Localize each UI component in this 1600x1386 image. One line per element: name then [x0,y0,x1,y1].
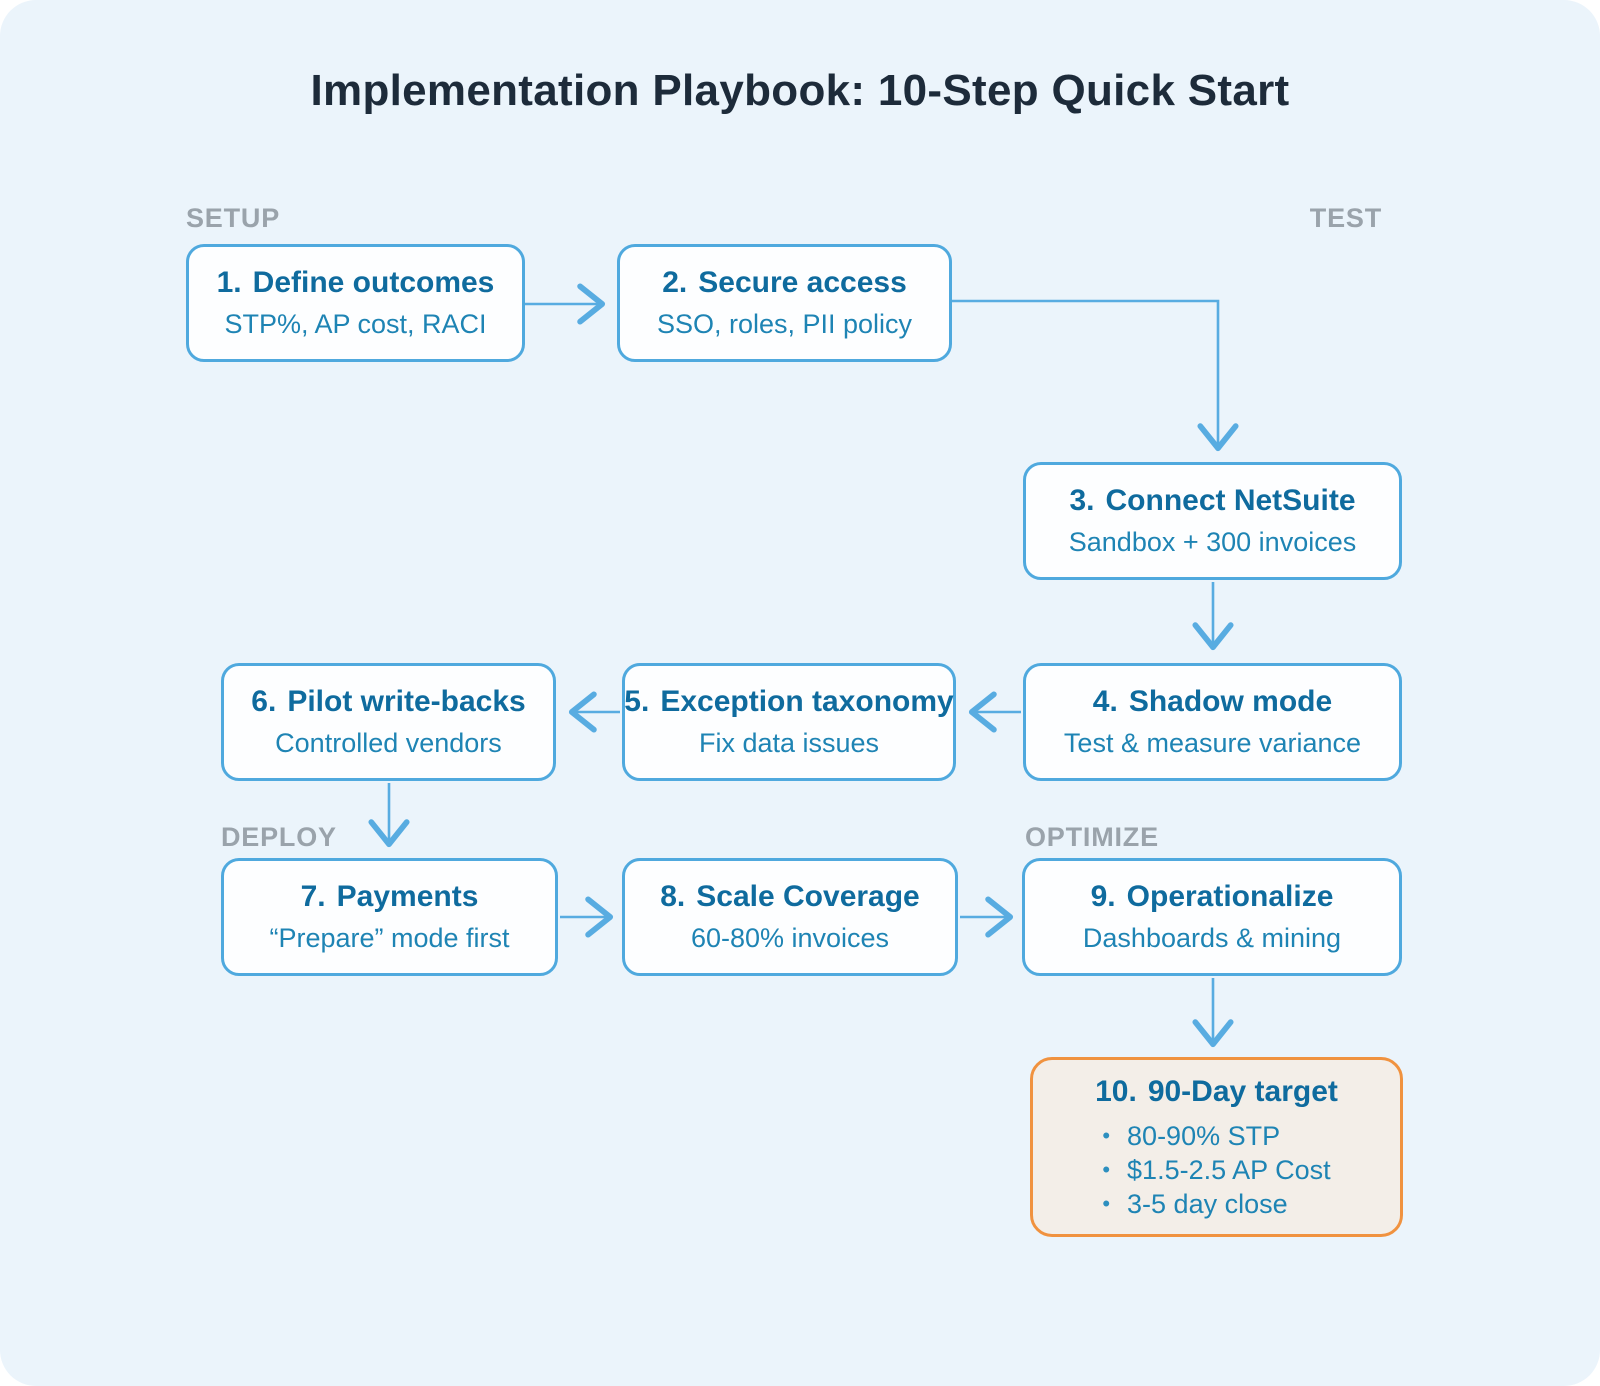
step-5-title: 5.Exception taxonomy [624,685,954,718]
step-6-node: 6.Pilot write-backs Controlled vendors [221,663,556,781]
step-9-title: 9.Operationalize [1090,880,1334,913]
target-bullet: •3-5 day close [1102,1188,1288,1219]
step-2-title: 2.Secure access [662,266,907,299]
step-3-title: 3.Connect NetSuite [1069,484,1356,517]
step-4-node: 4.Shadow mode Test & measure variance [1023,663,1402,781]
stage-label-test: TEST [1309,203,1382,233]
step-7-detail: “Prepare” mode first [269,923,510,953]
step-8-detail: 60-80% invoices [690,923,890,953]
step-3-detail: Sandbox + 300 invoices [1068,527,1357,557]
step-9-detail: Dashboards & mining [1082,923,1342,953]
step-4-detail: Test & measure variance [1063,728,1362,758]
step-2-detail: SSO, roles, PII policy [656,309,913,339]
step-8-title: 8.Scale Coverage [660,880,920,913]
step-8-node: 8.Scale Coverage 60-80% invoices [622,858,958,976]
step-1-detail: STP%, AP cost, RACI [224,309,487,339]
step-10-target-node: 10.90-Day target •80-90% STP •$1.5-2.5 A… [1030,1057,1403,1237]
stage-label-setup: SETUP [186,203,281,233]
step-9-node: 9.Operationalize Dashboards & mining [1022,858,1402,976]
bullet-dot-icon: • [1102,1157,1111,1182]
step-2-node: 2.Secure access SSO, roles, PII policy [617,244,952,362]
bullet-dot-icon: • [1102,1123,1111,1148]
diagram-title: Implementation Playbook: 10-Step Quick S… [310,66,1290,115]
arrow-step2-step3 [952,299,1239,452]
step-7-title: 7.Payments [300,880,479,913]
stage-label-optimize: OPTIMIZE [1025,822,1159,852]
step-6-title: 6.Pilot write-backs [251,685,526,718]
step-6-detail: Controlled vendors [275,728,502,758]
step-5-detail: Fix data issues [698,728,880,758]
bullet-dot-icon: • [1102,1191,1111,1216]
target-bullet: •$1.5-2.5 AP Cost [1102,1154,1331,1185]
target-bullet-list: •80-90% STP •$1.5-2.5 AP Cost •3-5 day c… [1102,1121,1330,1220]
stage-label-deploy: DEPLOY [221,822,337,852]
step-5-node: 5.Exception taxonomy Fix data issues [622,663,956,781]
step-7-node: 7.Payments “Prepare” mode first [221,858,558,976]
step-1-node: 1.Define outcomes STP%, AP cost, RACI [186,244,525,362]
step-10-title: 10.90-Day target [1095,1074,1338,1108]
step-4-title: 4.Shadow mode [1092,685,1333,718]
target-bullet: •80-90% STP [1102,1120,1281,1151]
step-1-title: 1.Define outcomes [216,266,495,299]
step-3-node: 3.Connect NetSuite Sandbox + 300 invoice… [1023,462,1402,580]
